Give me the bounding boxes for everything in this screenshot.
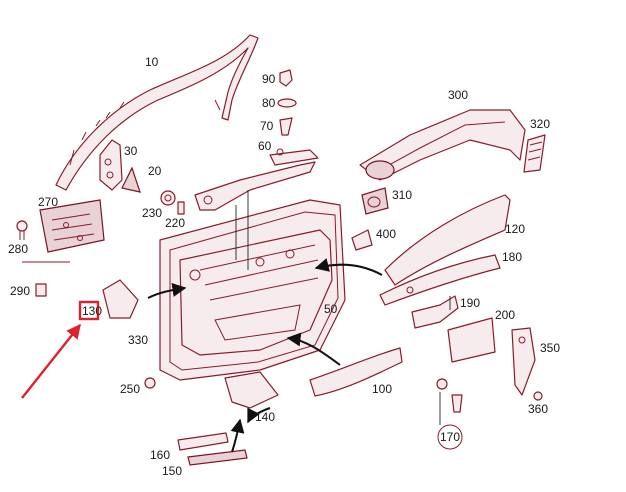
part-340-upper-trim bbox=[194, 161, 316, 211]
part-20-corner-cover bbox=[121, 166, 141, 193]
part-360-screw bbox=[533, 391, 543, 401]
part-220-fastener bbox=[177, 201, 185, 215]
label-300: 300 bbox=[448, 88, 468, 102]
part-250-fastener bbox=[144, 377, 156, 389]
label-250: 250 bbox=[120, 382, 140, 396]
label-10: 10 bbox=[145, 55, 159, 69]
part-80-clip bbox=[277, 98, 297, 108]
part-310-housing bbox=[361, 187, 389, 215]
part-320-vent-grille bbox=[523, 134, 546, 173]
part-150-strip bbox=[187, 449, 248, 466]
label-360: 360 bbox=[528, 402, 548, 416]
label-150: 150 bbox=[162, 464, 182, 478]
assembly-arrow-1 bbox=[147, 282, 187, 299]
label-270: 270 bbox=[38, 195, 58, 209]
part-400-clip bbox=[351, 229, 373, 251]
label-160: 160 bbox=[150, 448, 170, 462]
part-200-pocket bbox=[447, 317, 496, 363]
label-180: 180 bbox=[502, 250, 522, 264]
label-200: 200 bbox=[495, 308, 515, 322]
label-30: 30 bbox=[124, 144, 138, 158]
part-120-trim-strip bbox=[384, 194, 511, 286]
label-90: 90 bbox=[262, 72, 276, 86]
label-120: 120 bbox=[505, 222, 525, 236]
part-70-clip bbox=[279, 117, 293, 136]
label-310: 310 bbox=[392, 188, 412, 202]
label-290: 290 bbox=[10, 284, 30, 298]
label-50: 50 bbox=[324, 302, 338, 316]
label-320: 320 bbox=[530, 117, 550, 131]
part-290-bracket bbox=[22, 261, 70, 297]
label-170: 170 bbox=[440, 430, 460, 444]
part-90-clip bbox=[279, 69, 293, 87]
label-130: 130 bbox=[82, 304, 102, 318]
part-280-screw bbox=[16, 220, 28, 240]
label-70: 70 bbox=[260, 119, 274, 133]
label-60: 60 bbox=[258, 139, 272, 153]
label-220: 220 bbox=[165, 216, 185, 230]
part-60-trim-strip bbox=[269, 148, 319, 166]
assembly-arrow-2 bbox=[314, 258, 383, 276]
part-10-window-frame-trim bbox=[55, 34, 259, 191]
part-350-bracket bbox=[511, 327, 536, 396]
part-300-air-duct bbox=[359, 109, 526, 181]
label-20: 20 bbox=[148, 164, 162, 178]
part-170-screw bbox=[436, 378, 463, 450]
label-350: 350 bbox=[540, 341, 560, 355]
part-190-handle-bracket bbox=[411, 295, 459, 329]
assembly-arrow-5 bbox=[230, 418, 245, 453]
label-280: 280 bbox=[8, 242, 28, 256]
label-190: 190 bbox=[460, 296, 480, 310]
part-140-cover bbox=[224, 371, 279, 409]
part-30-mirror-mount bbox=[99, 139, 123, 191]
label-80: 80 bbox=[262, 96, 276, 110]
part-130-cover bbox=[102, 279, 139, 319]
part-230-round-clip bbox=[160, 190, 176, 206]
label-230: 230 bbox=[142, 206, 162, 220]
highlight-arrow bbox=[21, 323, 81, 399]
part-50-door-trim-panel bbox=[179, 229, 333, 356]
label-140: 140 bbox=[255, 410, 275, 424]
assembly-arrow-3 bbox=[286, 332, 341, 366]
label-100: 100 bbox=[372, 382, 392, 396]
label-330: 330 bbox=[128, 333, 148, 347]
part-270-module bbox=[39, 199, 105, 253]
label-400: 400 bbox=[376, 227, 396, 241]
assembly-arrow-4 bbox=[247, 407, 271, 424]
leader-lines bbox=[235, 190, 451, 310]
part-180-trim-strip bbox=[379, 254, 501, 306]
part-160-strip bbox=[177, 432, 229, 451]
part-100-armrest bbox=[309, 347, 403, 397]
highlight-box-130 bbox=[78, 300, 100, 321]
